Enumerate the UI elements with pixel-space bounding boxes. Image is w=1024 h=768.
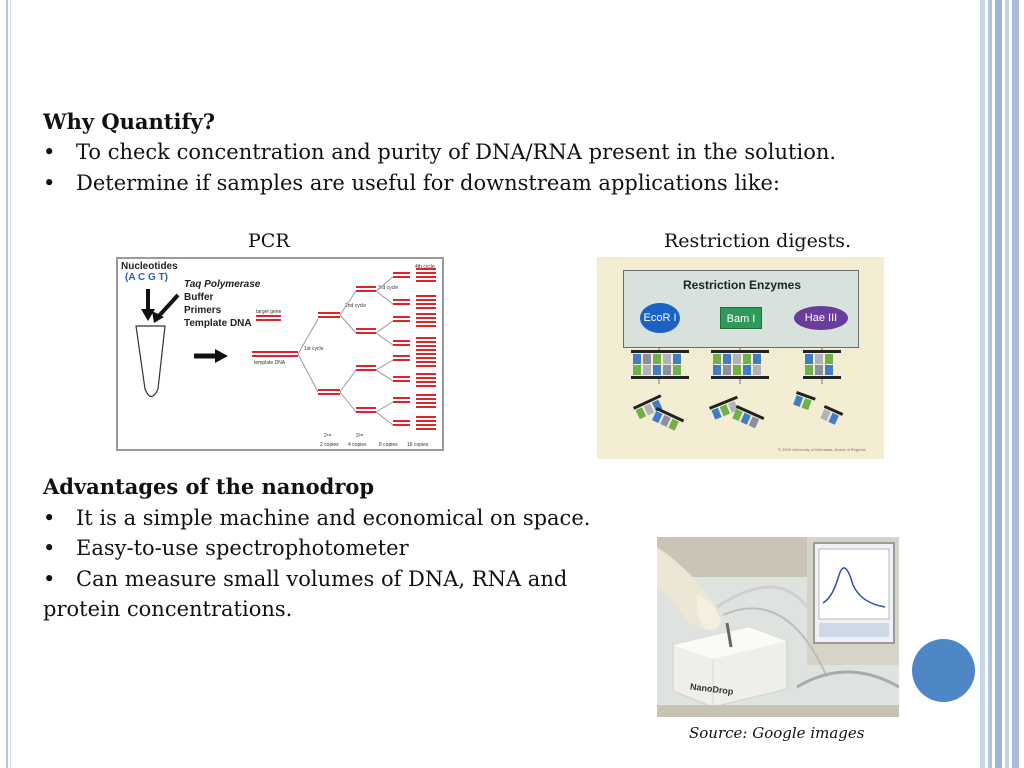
- cycle2-label: 2nd cycle: [345, 303, 367, 309]
- hae-badge: Hae III: [794, 306, 848, 330]
- advantages-bullet-2-text: Easy-to-use spectrophotometer: [76, 536, 409, 560]
- restriction-enzymes-title: Restriction Enzymes: [682, 278, 802, 292]
- pcr-figure: Nucleotides (A C G T) Taq Polymerase Buf…: [116, 257, 444, 451]
- nanodrop-photo-art: [657, 537, 899, 717]
- copies-16: 16 copies: [407, 442, 429, 448]
- taq-label: Taq Polymerase: [184, 279, 261, 290]
- pcr-tube-icon: [135, 325, 166, 398]
- cycle1-label: 1st cycle: [304, 346, 324, 352]
- nucleotides-label: Nucleotides: [121, 261, 178, 272]
- restriction-caption: Restriction digests.: [664, 230, 851, 252]
- cycle3-label: 3rd cycle: [378, 285, 399, 291]
- bullet-glyph: •: [43, 506, 56, 530]
- diagonal-arrow-icon: [156, 293, 180, 319]
- down-arrow-head-icon: [141, 309, 155, 321]
- diagonal-arrow-head-icon: [152, 311, 164, 323]
- restriction-copyright: © 2000 University of Nebraska, Board of …: [778, 447, 866, 452]
- template-label: Template DNA: [184, 318, 252, 329]
- frame-right-stripes: [978, 0, 1024, 768]
- bases-label: (A C G T): [125, 272, 168, 283]
- dna-fragments-art: [631, 348, 844, 431]
- copies-2: 2 copies: [320, 442, 339, 448]
- pcr-caption: PCR: [248, 230, 290, 252]
- advantages-continuation: protein concentrations.: [43, 597, 293, 621]
- why-bullet-2-text: Determine if samples are useful for down…: [76, 171, 780, 195]
- advantages-heading: Advantages of the nanodrop: [43, 474, 375, 499]
- copies-4: 4 copies: [348, 442, 367, 448]
- frame-left-rule-inner: [10, 0, 11, 768]
- bullet-glyph: •: [43, 171, 56, 195]
- advantages-bullet-1-text: It is a simple machine and economical on…: [76, 506, 591, 530]
- frame-left-rule: [6, 0, 8, 768]
- primers-label: Primers: [184, 305, 222, 316]
- power-2: 2²=: [356, 433, 364, 439]
- pcr-diagram-art: [135, 268, 436, 430]
- why-quantify-heading: Why Quantify?: [43, 109, 216, 134]
- advantages-bullet-3-text: Can measure small volumes of DNA, RNA an…: [76, 567, 568, 591]
- template-dna-label: template DNA: [254, 360, 286, 366]
- cycle4-label: 4th cycle: [415, 264, 435, 270]
- target-gene-label: target gene: [256, 309, 282, 315]
- bullet-glyph: •: [43, 140, 56, 164]
- restriction-enzymes-panel: Restriction Enzymes EcoR I Bam I Hae III: [623, 270, 859, 348]
- bullet-glyph: •: [43, 567, 56, 591]
- ecor-badge: EcoR I: [640, 303, 680, 333]
- copies-8: 8 copies: [379, 442, 398, 448]
- power-1: 2¹=: [324, 433, 332, 439]
- accent-circle: [912, 639, 975, 702]
- bullet-glyph: •: [43, 536, 56, 560]
- source-note: Source: Google images: [689, 724, 865, 742]
- right-arrow-head-icon: [215, 349, 228, 363]
- buffer-label: Buffer: [184, 292, 214, 303]
- restriction-figure: Restriction Enzymes EcoR I Bam I Hae III: [597, 257, 884, 459]
- why-bullet-1-text: To check concentration and purity of DNA…: [76, 140, 837, 164]
- bam-badge: Bam I: [720, 307, 762, 329]
- nanodrop-photo: NanoDrop: [657, 537, 899, 717]
